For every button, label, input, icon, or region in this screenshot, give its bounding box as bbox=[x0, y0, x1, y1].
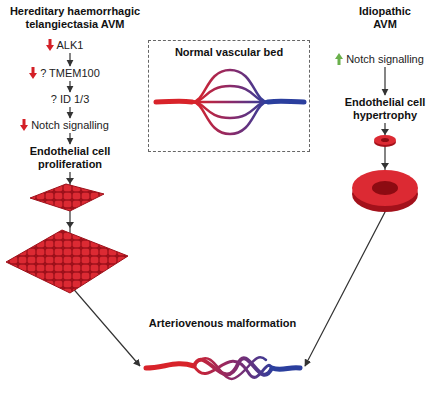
flow-arrowhead bbox=[381, 129, 389, 135]
dashed-panel: Normal vascular bed bbox=[148, 40, 310, 152]
text-node: Endothelial cell proliferation bbox=[10, 144, 130, 172]
node-label: Hereditary haemorrhagic telangiectasia A… bbox=[10, 5, 140, 30]
normal-vessels bbox=[156, 70, 304, 134]
node-label: ? TMEM100 bbox=[40, 67, 100, 79]
downregulation-arrow bbox=[29, 67, 37, 79]
flow-arrow bbox=[69, 107, 70, 118]
avm-vessels bbox=[146, 357, 300, 379]
text-node: ALK1 bbox=[20, 38, 120, 53]
flow-arrowhead bbox=[66, 222, 74, 228]
text-node: Endothelial cell hypertrophy bbox=[330, 95, 440, 123]
flow-arrow bbox=[69, 53, 70, 66]
text-node: Notch signalling bbox=[10, 118, 130, 133]
endothelial-cell-small bbox=[374, 135, 396, 147]
node-label: Notch signalling bbox=[346, 53, 424, 65]
text-node: Notch signalling bbox=[330, 52, 440, 67]
node-label: Normal vascular bed bbox=[175, 46, 283, 58]
text-node: ? ID 1/3 bbox=[20, 92, 120, 107]
flow-arrow bbox=[384, 67, 385, 95]
node-label: ? ID 1/3 bbox=[51, 93, 90, 105]
node-label: Arteriovenous malformation bbox=[149, 317, 296, 329]
downregulation-arrow bbox=[20, 119, 28, 131]
node-label: Endothelial cell hypertrophy bbox=[345, 96, 426, 121]
flow-arrowhead bbox=[381, 163, 389, 169]
node-label: Endothelial cell proliferation bbox=[30, 145, 111, 170]
text-node: Arteriovenous malformation bbox=[140, 316, 305, 406]
text-node: Idiopathic AVM bbox=[345, 4, 425, 32]
node-label: Idiopathic AVM bbox=[359, 5, 411, 30]
endothelial-cell-large bbox=[352, 170, 418, 212]
text-node: Hereditary haemorrhagic telangiectasia A… bbox=[0, 4, 150, 32]
flow-arrow bbox=[305, 123, 385, 366]
downregulation-arrow bbox=[46, 39, 54, 51]
flow-arrow bbox=[69, 81, 70, 92]
flow-arrow bbox=[69, 133, 70, 144]
upregulation-arrow bbox=[335, 53, 343, 65]
cell-sheet-large bbox=[6, 230, 128, 293]
flow-arrowhead bbox=[66, 178, 74, 184]
node-label: Notch signalling bbox=[31, 119, 109, 131]
cell-sheet-small bbox=[30, 184, 104, 211]
node-label: ALK1 bbox=[57, 39, 84, 51]
